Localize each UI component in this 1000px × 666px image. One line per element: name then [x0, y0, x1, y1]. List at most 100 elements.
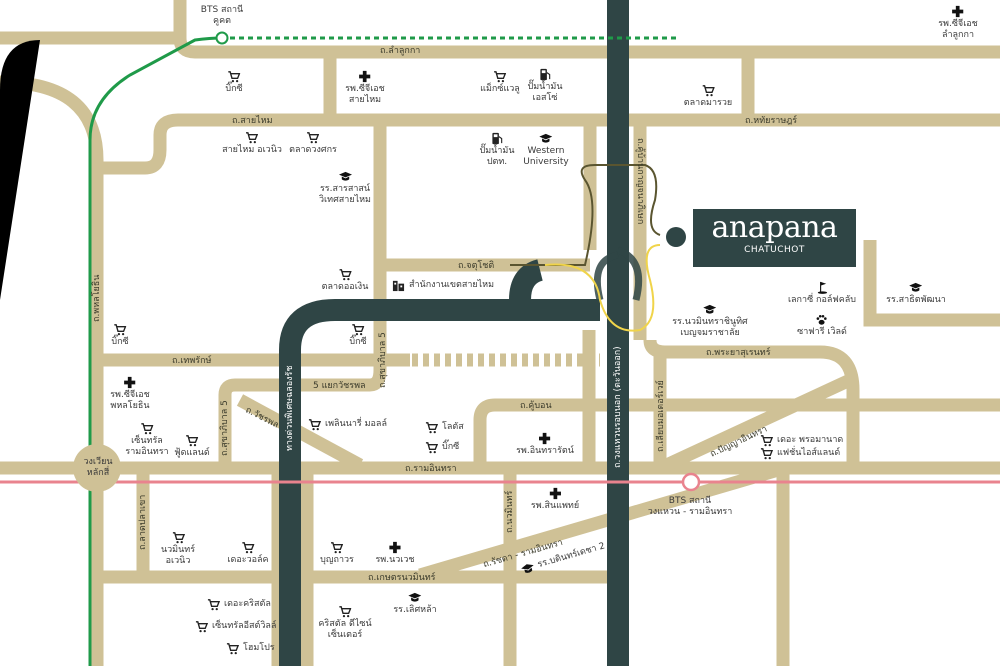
poi-label: Western	[527, 146, 565, 156]
cart-icon	[702, 84, 715, 97]
cart-icon	[306, 131, 319, 144]
road-label: ถ.สุขาภิบาล 5	[378, 332, 388, 388]
access-route	[510, 164, 661, 332]
cart-icon	[140, 422, 153, 435]
poi-cart: บิ๊กซี	[425, 441, 459, 454]
cart-icon	[425, 421, 438, 434]
poi-label: สายไหม	[348, 95, 382, 105]
paw-icon	[816, 313, 829, 326]
poi-label: รร.สารสาสน์	[319, 184, 371, 194]
poi-cart: บิ๊กซี	[111, 323, 129, 348]
poi-label: เพลินนารี่	[325, 419, 362, 429]
hospital-icon	[123, 376, 136, 389]
lak-si-circle-label: วงเวียนหลักสี่	[76, 449, 120, 489]
poi-hospital: รพ.สินแพทย์	[531, 487, 579, 512]
road-label: ถ.สุขาภิบาล 5	[220, 400, 230, 456]
poi-label: สายไหม อเวนิว	[222, 145, 282, 155]
road-label: ถ.คู้บอน	[520, 401, 552, 411]
brand-name: anapana	[711, 210, 838, 245]
poi-label: รพ.นวเวช	[375, 555, 415, 565]
cart-icon	[760, 447, 773, 460]
road-label: ทางด่วนพิเศษฉลองรัช	[285, 365, 295, 451]
road-label: ถ.รามอินทรา	[405, 464, 457, 474]
poi-cart: แม็กซ์แวลู	[480, 70, 520, 95]
poi-cart: โลตัส	[425, 421, 464, 434]
poi-label: พหลโยธิน	[110, 401, 150, 411]
hospital-icon	[388, 541, 401, 554]
poi-cart: ตลาดวงศกร	[289, 131, 337, 156]
bts-line: BTS สถานี	[668, 496, 712, 506]
poi-label: ปั๊มน้ำมัน	[527, 82, 563, 92]
poi-cart: นวมินทร์อเวนิว	[161, 531, 195, 567]
bts-green-line	[88, 36, 223, 666]
poi-label: เซ็นทรัล	[131, 436, 163, 446]
poi-cart: คริสตัล ดีไซน์เซ็นเตอร์	[318, 605, 372, 641]
poi-cart: บุญถาวร	[320, 541, 354, 566]
building-icon	[392, 279, 405, 292]
poi-label: รร.สาธิตพัฒนา	[886, 295, 946, 305]
road-label: ถ.วงแหวนรอบนอก (ตะวันออก)	[613, 346, 623, 468]
hospital-icon	[951, 5, 964, 18]
poi-hospital: รพ.นวเวช	[375, 541, 415, 566]
poi-cart: ตลาดมารวย	[684, 84, 732, 109]
poi-label: โฮมโปร	[243, 643, 275, 653]
poi-label: บิ๊กซี	[349, 337, 367, 347]
poi-label: ซาฟารี เวิลด์	[797, 327, 847, 337]
poi-label: ลำลูกกา	[941, 30, 975, 40]
lak-si-circle	[73, 444, 121, 492]
poi-label: เอสโซ่	[532, 93, 558, 103]
poi-cart: ฟู้ดแลนด์	[174, 434, 210, 459]
poi-cart: เซ็นทรัลอีสต์วิลล์	[195, 620, 276, 633]
poi-label: รพ.ซีจีเอช	[345, 84, 385, 94]
cart-icon	[493, 70, 506, 83]
golf-icon	[816, 281, 829, 294]
poi-label: แม็กซ์แวลู	[480, 84, 520, 94]
cart-icon	[172, 531, 185, 544]
cart-icon	[352, 323, 365, 336]
poi-label: บิ๊กซี	[225, 84, 243, 94]
poi-label: คริสตัล ดีไซน์	[318, 619, 372, 629]
anapana-logo: anapana CHATUCHOT	[693, 209, 856, 267]
fuel-icon	[491, 132, 504, 145]
poi-label: บุญถาวร	[320, 555, 354, 565]
bts-wongwaen-station	[681, 472, 701, 492]
poi-hospital: รพ.ซีจีเอชลำลูกกา	[938, 5, 978, 41]
poi-label: เดอะคริสตัล	[224, 599, 271, 609]
poi-label: ตลาดวงศกร	[289, 145, 337, 155]
poi-label: โลตัส	[442, 422, 464, 432]
cart-icon	[338, 268, 351, 281]
road-label: ถ.พระยาสุเรนทร์	[706, 348, 771, 358]
poi-label: รพ.สินแพทย์	[530, 501, 580, 511]
poi-hospital: รพ.ซีจีเอชพหลโยธิน	[110, 376, 150, 412]
poi-fuel: ปั๊มน้ำมันเอสโซ่	[527, 68, 563, 104]
road-label: ถ.เลียบมอเตอร์เวย์	[656, 380, 666, 452]
poi-school: รร.นวมินทราชินูทิศเบญจมราชาลัย	[672, 303, 748, 339]
poi-golf: เลกาซี่ กอล์ฟคลับ	[788, 281, 856, 306]
poi-hospital: รพ.ซีจีเอชสายไหม	[345, 70, 385, 106]
road-label: ถ.นวมินทร์	[505, 490, 515, 533]
poi-cart: เดอะ พรอมานาด	[760, 434, 843, 447]
poi-label: ปตท.	[486, 157, 508, 167]
school-icon	[540, 132, 553, 145]
cart-icon	[338, 605, 351, 618]
road-label: ถ.เทพรักษ์	[172, 356, 212, 366]
poi-label: ฟู้ดแลนด์	[174, 448, 210, 458]
poi-label: เลกาซี่ กอล์ฟคลับ	[787, 295, 857, 305]
poi-school: รร.สาธิตพัฒนา	[886, 281, 946, 306]
poi-school: รร.เลิศหล้า	[393, 591, 437, 616]
project-location-dot	[666, 227, 686, 247]
poi-cart: บิ๊กซี	[349, 323, 367, 348]
poi-label: มอลล์	[364, 419, 387, 429]
poi-label: ตลาดมารวย	[683, 98, 733, 108]
brand-subtitle: CHATUCHOT	[744, 245, 805, 255]
school-icon	[703, 303, 716, 316]
road-label: ถ.หทัยราษฎร์	[745, 116, 798, 126]
poi-fuel: ปั๊มน้ำมันปตท.	[480, 132, 514, 168]
poi-label: รพ.ซีจีเอช	[110, 390, 150, 400]
road-label: 5 แยกวัชรพล	[313, 381, 366, 391]
circle-line: หลักสี่	[86, 468, 110, 478]
poi-label: เดอะวอล์ค	[227, 555, 269, 565]
cart-icon	[195, 620, 208, 633]
poi-label: เบญจมราชาลัย	[680, 328, 740, 338]
